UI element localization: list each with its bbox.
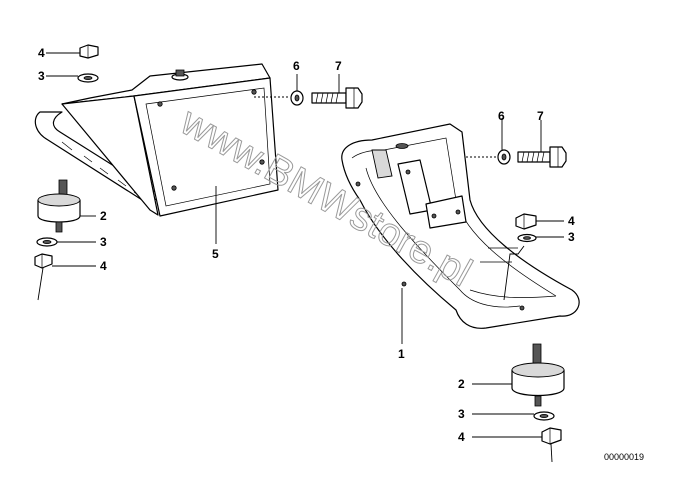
- callout-left-nut-top: 4: [38, 46, 45, 60]
- right-bottom-nut-part: [541, 427, 562, 445]
- callout-left-washer-bottom: 3: [100, 235, 107, 249]
- right-bolt-washer-part: [497, 149, 511, 165]
- callout-right-nut-bottom: 4: [458, 430, 465, 444]
- left-rubber-mount-part: [37, 179, 81, 233]
- right-assembly: 6 7 4 3 1 2 3 4: [341, 109, 580, 463]
- callout-right-mount: 2: [458, 377, 465, 391]
- right-top-axis: [503, 245, 525, 301]
- callout-right-bolt: 7: [537, 109, 544, 123]
- right-top-nut-part: [515, 213, 537, 230]
- callout-right-washer-top: 3: [568, 230, 575, 244]
- left-axis-line: [37, 267, 44, 301]
- callout-left-mount: 2: [100, 209, 107, 223]
- left-bolt-part: [311, 87, 363, 109]
- callout-left-bolt-washer: 6: [293, 59, 300, 73]
- left-bracket-part: [34, 63, 279, 217]
- left-bottom-washer-part: [36, 237, 58, 247]
- right-bottom-washer-part: [533, 411, 555, 421]
- callout-right-washer-bottom: 3: [458, 407, 465, 421]
- callout-right-nut-top: 4: [568, 214, 575, 228]
- callout-right-bolt-washer: 6: [498, 109, 505, 123]
- callout-left-nut-bottom: 4: [100, 259, 107, 273]
- document-number: 00000019: [604, 452, 644, 462]
- right-axis-line: [550, 443, 553, 463]
- callout-left-bracket: 5: [212, 247, 219, 261]
- callout-left-bolt: 7: [335, 59, 342, 73]
- left-top-washer-part: [77, 73, 99, 83]
- right-rubber-mount-part: [511, 343, 565, 407]
- right-bolt-part: [517, 146, 567, 168]
- callout-right-bracket: 1: [398, 347, 405, 361]
- left-top-nut-part: [79, 44, 99, 59]
- left-assembly: 4 3 2 3 4 5 6 7: [34, 44, 363, 301]
- callout-left-washer-top: 3: [38, 69, 45, 83]
- right-bracket-part: [341, 123, 580, 329]
- left-bottom-nut-part: [34, 253, 53, 269]
- right-top-washer-part: [517, 233, 537, 243]
- left-bolt-washer-part: [290, 90, 304, 106]
